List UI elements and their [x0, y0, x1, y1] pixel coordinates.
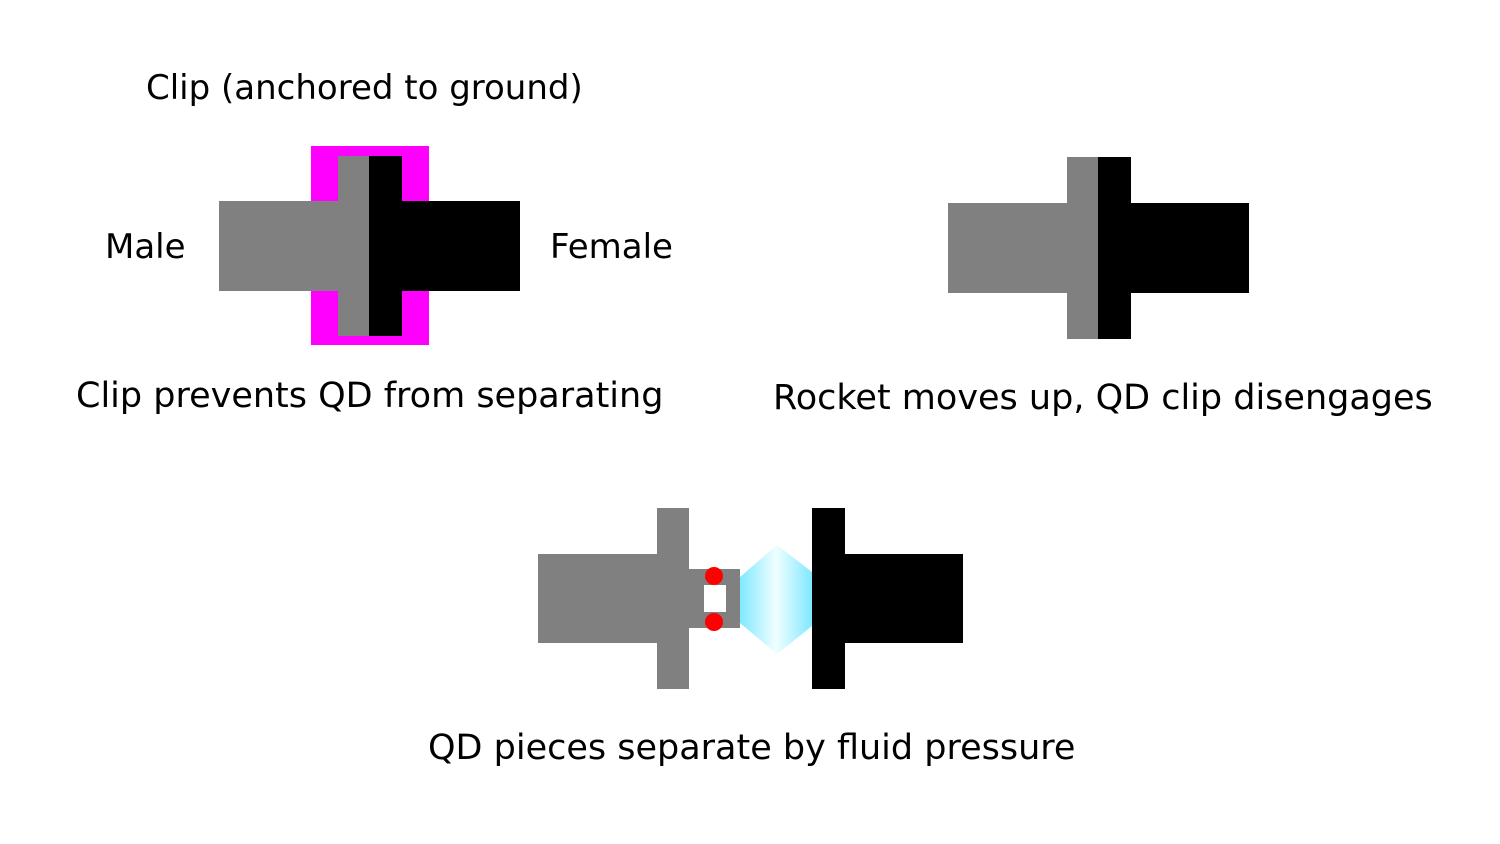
- clip-anchor-label: Clip (anchored to ground): [146, 68, 583, 108]
- male-label: Male: [105, 227, 186, 267]
- stage-connected: [219, 146, 520, 345]
- female-flange: [1098, 157, 1131, 339]
- female-body: [843, 554, 963, 643]
- o-ring-seal-bottom: [705, 613, 723, 631]
- female-flange: [369, 156, 402, 336]
- male-flange: [338, 156, 371, 336]
- stage-disengaged: [948, 157, 1249, 339]
- female-body: [400, 201, 520, 291]
- male-flange: [657, 508, 689, 689]
- male-body: [219, 201, 349, 291]
- caption-connected: Clip prevents QD from separating: [76, 376, 664, 416]
- female-body: [1129, 203, 1249, 293]
- fluid-jet: [740, 545, 812, 654]
- caption-disengaged: Rocket moves up, QD clip disengages: [773, 378, 1433, 418]
- male-body: [948, 203, 1078, 293]
- stage-separated: [538, 508, 963, 689]
- caption-separated: QD pieces separate by fluid pressure: [428, 728, 1076, 768]
- nozzle-seal-groove: [704, 585, 726, 612]
- male-flange: [1067, 157, 1100, 339]
- male-body: [538, 554, 668, 643]
- female-flange: [812, 508, 845, 689]
- o-ring-seal-top: [705, 567, 723, 585]
- female-label: Female: [550, 227, 673, 267]
